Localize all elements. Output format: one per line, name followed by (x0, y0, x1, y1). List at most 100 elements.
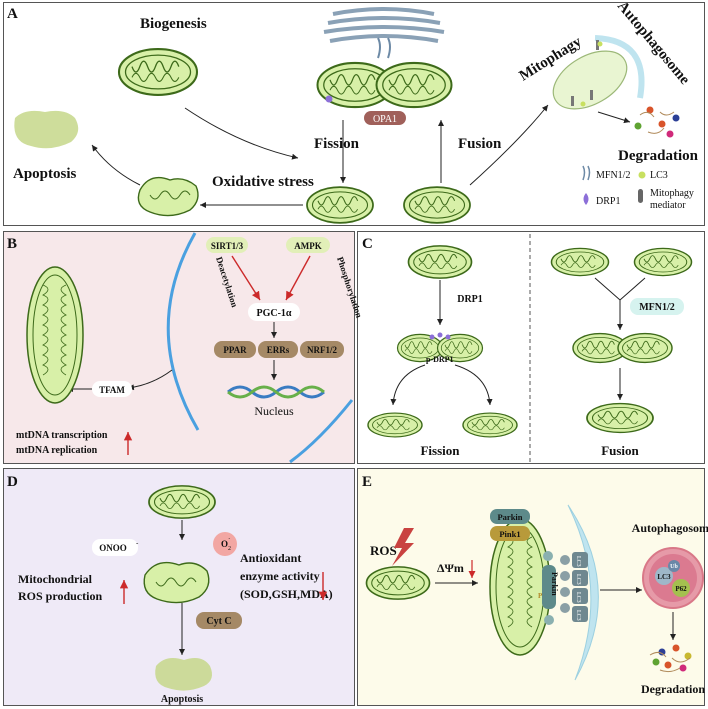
fused-mitochondrion (586, 402, 654, 434)
fusion-label: Fusion (458, 136, 502, 152)
delta-psi-label: ΔΨm (437, 561, 464, 575)
biogenesis-label: Biogenesis (140, 16, 207, 32)
ub-label: Ub (670, 564, 678, 570)
dividing-mitochondrion (396, 332, 484, 363)
legend: MFN1/2 LC3 DRP1 Mitophagy mediator (582, 165, 694, 211)
tfam-label: TFAM (99, 385, 125, 395)
arrow-to-tfam (127, 369, 173, 391)
lc3-chip-1: LC3 (575, 556, 581, 567)
panel-d-apoptotic-body (155, 658, 212, 691)
ampk-label: AMPK (294, 241, 322, 251)
onoo-superscript: - (136, 539, 139, 547)
mfn-legend-icon (582, 165, 591, 181)
degradation-fragments-e (649, 644, 692, 673)
receptor-complex: Parkin LC3 LC3 LC3 LC3 P (538, 551, 588, 625)
phospho-p-label: P (538, 592, 543, 600)
sirt-label: SIRT1/3 (211, 241, 244, 251)
lc3-chip-3: LC3 (575, 592, 581, 603)
arrow-to-apoptosis (91, 144, 141, 186)
parkin-vertical-label: Parkin (550, 572, 559, 596)
panel-a-letter: A (7, 6, 18, 22)
damaged-mitochondrion (137, 176, 199, 217)
mtdna-replication-label: mtDNA replication (16, 445, 98, 456)
ampk-pill (286, 237, 330, 253)
lc3-chip-2: LC3 (575, 574, 581, 585)
pink1-pill (490, 526, 530, 541)
mito-ros-line1: Mitochondrial (18, 572, 93, 586)
lc3-chip-4: LC3 (575, 610, 581, 621)
panel-d-apoptosis-label: Apoptosis (161, 694, 203, 705)
legend-mfn: MFN1/2 (596, 170, 630, 181)
parkin-pill (490, 509, 530, 524)
apoptotic-body (14, 110, 79, 149)
errs-label: ERRs (267, 345, 290, 355)
parkin-label: Parkin (497, 512, 522, 522)
panel-e-source-mitochondrion (365, 566, 431, 600)
pink1-label: Pink1 (499, 529, 520, 539)
legend-mediator-2: mediator (650, 200, 686, 211)
cytc-label: Cyt C (206, 616, 231, 627)
apoptosis-label: Apoptosis (13, 166, 77, 182)
mito-ros-line2: ROS production (18, 589, 102, 603)
tfam-pill (92, 381, 132, 397)
nucleus-label: Nucleus (254, 404, 294, 418)
mediator-legend-icon (638, 189, 643, 203)
antioxidant-line1: Antioxidant (240, 551, 301, 565)
errs-pill (258, 341, 298, 358)
panel-d-mitochondrion (148, 484, 216, 520)
ros-label: ROS (370, 543, 397, 558)
mfn-pill (630, 298, 684, 315)
onoo-pill (92, 539, 138, 556)
degradation-fragments (634, 106, 680, 138)
autophagosome-lc3-label: LC3 (657, 573, 671, 581)
fission-fusion-mitochondria (316, 37, 453, 109)
nrf-label: NRF1/2 (307, 345, 337, 355)
legend-lc3: LC3 (650, 170, 668, 181)
antioxidant-line3: (SOD,GSH,MDA) (240, 587, 333, 601)
degradation-e-label: Degradation (641, 682, 705, 696)
panel-e-letter: E (362, 474, 372, 490)
fusion-source-right (633, 247, 693, 277)
o2-label: O (221, 539, 228, 549)
fusion-source-left (550, 247, 610, 277)
pgc-pill (248, 303, 300, 321)
onoo-label: ONOO (99, 543, 127, 553)
drp1-pill (450, 290, 490, 307)
arrow-fission-right (454, 364, 493, 406)
fusion-mitochondrion (403, 186, 471, 224)
panel-d-letter: D (7, 474, 18, 490)
fission-label: Fission (314, 136, 360, 152)
opa1-label: OPA1 (373, 114, 397, 125)
golgi-icon (323, 7, 445, 43)
arrow-biogenesis-to-stress (184, 107, 299, 160)
o2-badge (213, 532, 237, 556)
legend-mediator-1: Mitophagy (650, 188, 694, 199)
stress-mitochondrion (306, 186, 374, 224)
arrow-sirt-pgc (231, 255, 261, 301)
degradation-label: Degradation (618, 148, 699, 164)
dna-helix-icon (227, 385, 325, 399)
fission-c-label: Fission (420, 443, 460, 458)
legend-drp1: DRP1 (596, 196, 620, 207)
panel-b-mitochondrion (26, 266, 84, 404)
autophagosome-vesicle: LC3 P62 Ub (642, 547, 704, 609)
panel-b-letter: B (7, 236, 17, 252)
pdrp1-label: p-DRP1 (426, 355, 454, 364)
opa1-pill (364, 111, 406, 125)
fusing-mitochondria (572, 332, 673, 364)
oxidative-stress-label: Oxidative stress (212, 174, 314, 190)
biogenesis-mitochondrion (117, 47, 199, 97)
arrow-fission-left (390, 364, 426, 406)
arrow-to-mitophagy (469, 104, 549, 186)
arrow-to-degradation (597, 111, 631, 124)
o2-superscript: · (228, 535, 230, 543)
daughter-mitochondrion-left (367, 412, 423, 438)
mitophagy-mitochondrion (552, 35, 645, 110)
drp1-label: DRP1 (457, 294, 483, 305)
drp1-legend-icon (583, 193, 589, 205)
pgc-label: PGC-1α (256, 308, 291, 319)
fission-source-mitochondrion (407, 245, 473, 279)
autophagosome-e-label: Autophagosome (632, 521, 708, 535)
sirt-pill (206, 237, 248, 253)
